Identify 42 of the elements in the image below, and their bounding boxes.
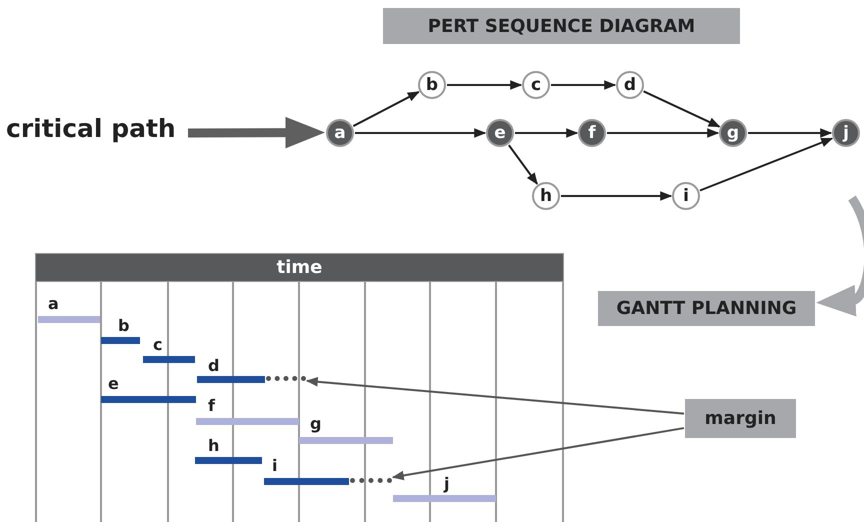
- critical-path-text: critical path: [6, 114, 186, 148]
- curved-arrow: [818, 196, 864, 314]
- arrow: [352, 91, 420, 127]
- critical-event-circle: e: [486, 119, 514, 147]
- event-circle: d: [616, 71, 644, 99]
- event-circle: h: [532, 182, 560, 210]
- event-circle: i: [672, 182, 700, 210]
- arrow: [392, 427, 684, 480]
- column-header: time: [36, 254, 563, 281]
- slack-line: [266, 376, 306, 382]
- critical-event-circle: a: [326, 119, 354, 147]
- arrow: [551, 80, 616, 90]
- arrow: [700, 138, 834, 192]
- section-banner: GANTT PLANNING: [598, 291, 815, 326]
- title-banner: PERT SEQUENCE DIAGRAM: [383, 8, 740, 44]
- arrow: [643, 90, 720, 128]
- task-label: f: [208, 398, 215, 414]
- task-label: h: [208, 438, 220, 454]
- arrow: [508, 144, 538, 185]
- task-label: d: [208, 358, 220, 374]
- arrow: [561, 191, 672, 201]
- task-label: a: [48, 296, 59, 312]
- task-label: b: [118, 318, 130, 334]
- arrow: [607, 128, 720, 138]
- critical-event-circle: g: [719, 119, 747, 147]
- event-circle: b: [418, 71, 446, 99]
- margin-box: margin: [685, 399, 796, 438]
- critical-event-circle: f: [578, 119, 606, 147]
- task-label: i: [272, 458, 278, 474]
- task-label: e: [108, 376, 119, 392]
- event-circle: c: [522, 71, 550, 99]
- arrow: [355, 128, 486, 138]
- slack-line: [350, 478, 392, 484]
- arrow: [515, 128, 578, 138]
- task-label: j: [444, 476, 450, 492]
- arrow: [447, 80, 522, 90]
- task-label: g: [310, 416, 322, 432]
- task-label: c: [153, 337, 162, 353]
- arrow: [748, 128, 832, 138]
- arrow: [306, 376, 684, 415]
- block-arrow: [188, 116, 325, 148]
- critical-event-circle: j: [832, 119, 860, 147]
